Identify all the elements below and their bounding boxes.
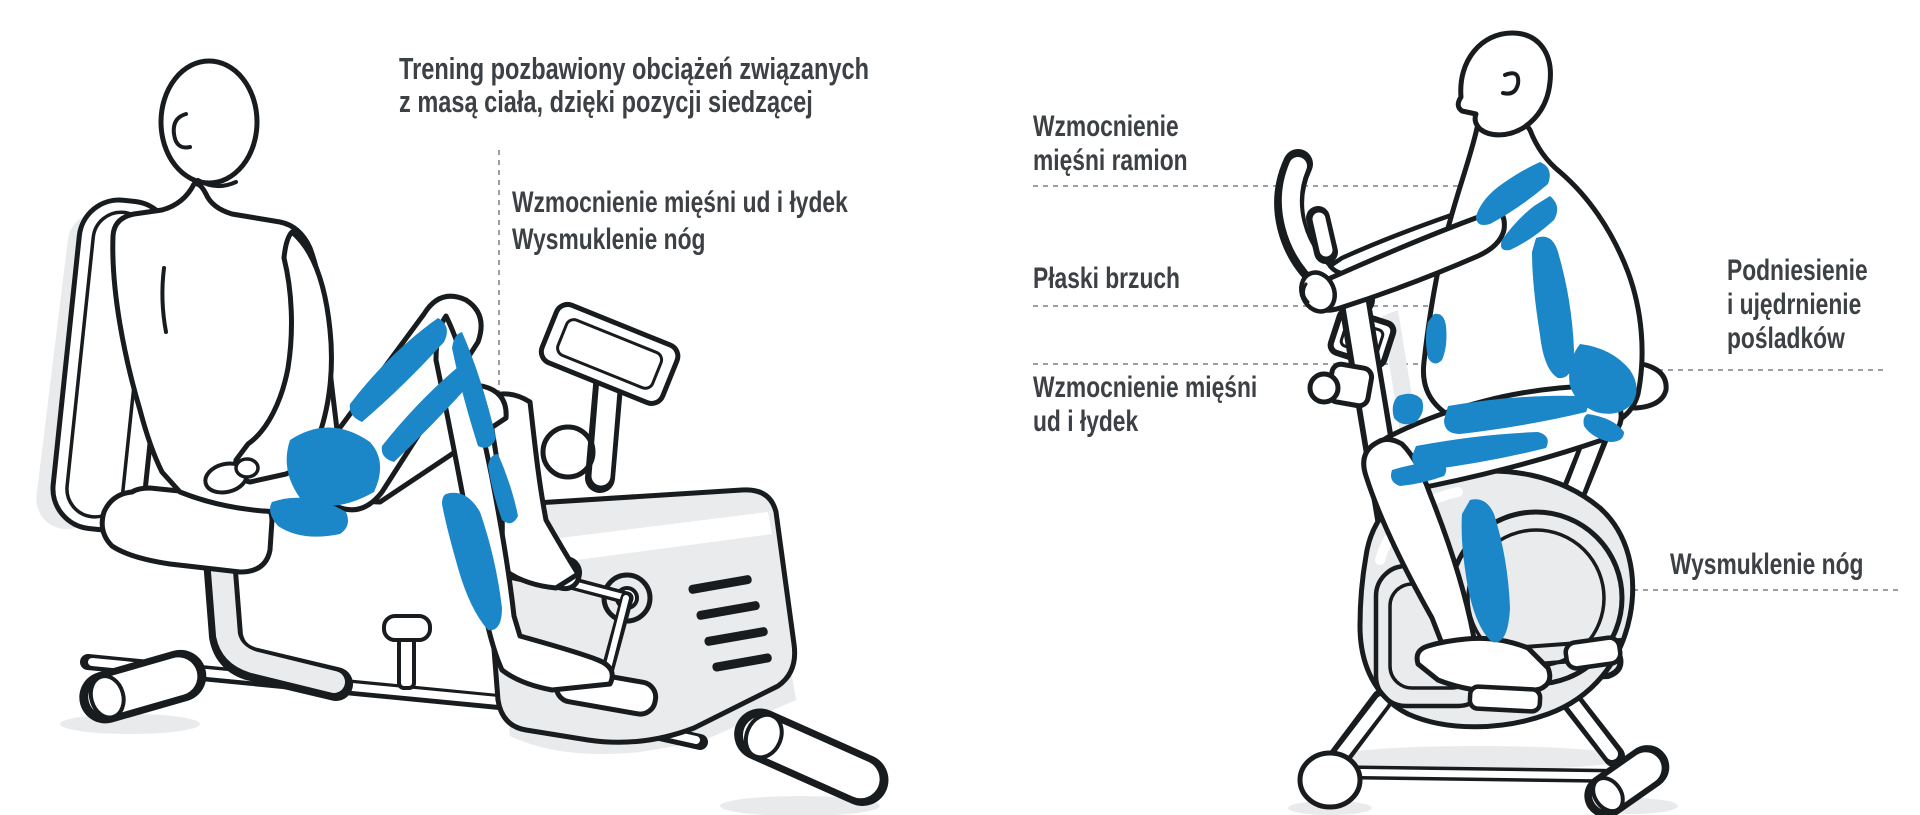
thighs-label-line2: ud i łydek — [1033, 405, 1139, 438]
recumbent-base-frame — [79, 614, 889, 807]
legs-label: Wysmuklenie nóg — [1670, 548, 1864, 581]
recumbent-console — [538, 301, 681, 493]
glutes-label-line2: i ujędrnienie — [1727, 288, 1862, 321]
upright-rider — [1299, 30, 1645, 714]
recumbent-title: Trening pozbawiony obciążeń związanych z… — [399, 52, 869, 118]
glutes-label-line3: pośladków — [1727, 322, 1845, 355]
recumbent-benefit-line1: Wzmocnienie mięśni ud i łydek — [512, 186, 848, 219]
recumbent-title-line2: z masą ciała, dzięki pozycji siedzącej — [399, 84, 813, 119]
arms-label-line2: mięśni ramion — [1033, 144, 1188, 177]
upright-muscle-highlights — [1391, 162, 1637, 643]
belly-label: Płaski brzuch — [1033, 262, 1180, 295]
housing-vents — [688, 575, 772, 672]
recumbent-muscle-highlights — [270, 318, 518, 631]
recumbent-bike-illustration — [36, 58, 889, 815]
arms-label-line1: Wzmocnienie — [1033, 110, 1179, 143]
recumbent-benefit-label: Wzmocnienie mięśni ud i łydek Wysmukleni… — [512, 184, 848, 258]
recumbent-benefit-line2: Wysmuklenie nóg — [512, 223, 706, 256]
glutes-label: Podniesienie i ujędrnienie pośladków — [1727, 254, 1868, 356]
recumbent-title-line1: Trening pozbawiony obciążeń związanych — [399, 51, 869, 86]
thighs-label-line1: Wzmocnienie mięśni — [1033, 371, 1258, 404]
upright-bike-illustration — [1274, 30, 1678, 815]
glutes-label-line1: Podniesienie — [1727, 254, 1868, 287]
thighs-label: Wzmocnienie mięśni ud i łydek — [1033, 371, 1257, 439]
recumbent-rider — [110, 58, 615, 693]
arms-label: Wzmocnienie mięśni ramion — [1033, 110, 1188, 178]
